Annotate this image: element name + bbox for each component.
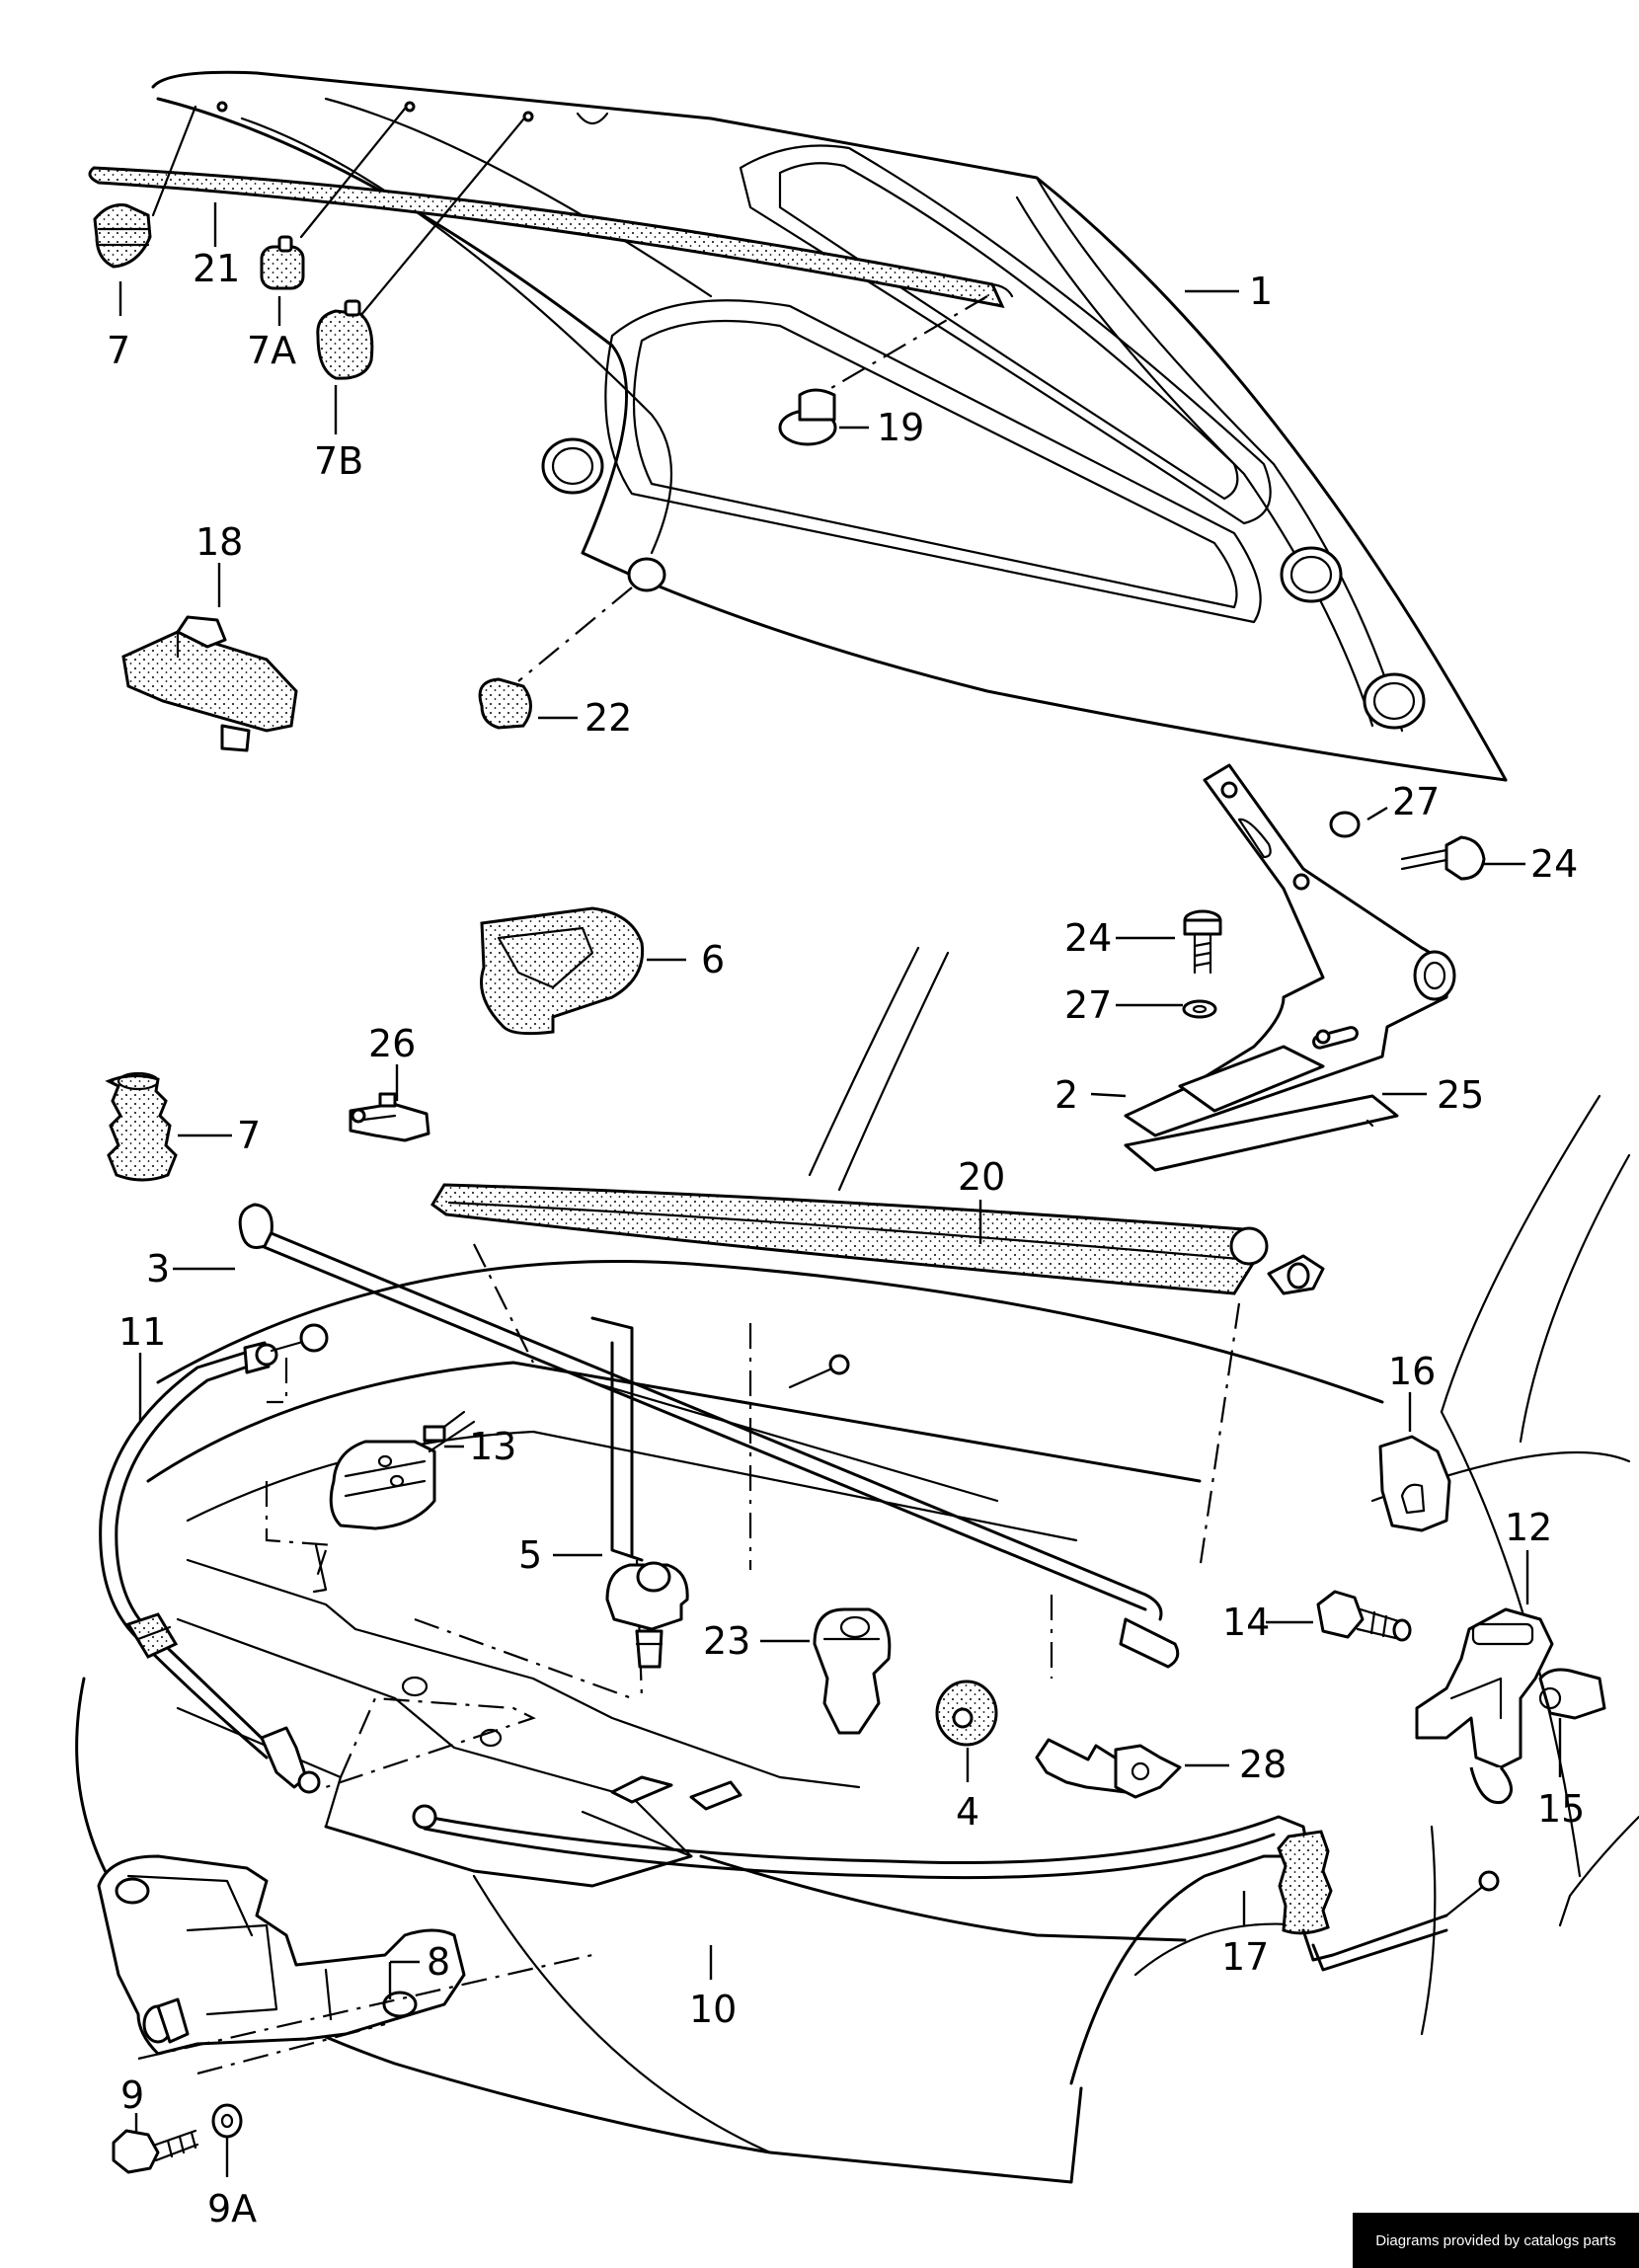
buffer-7-top	[93, 203, 152, 269]
callout-24-center: 24	[1064, 916, 1112, 960]
buffer-7b	[316, 299, 374, 380]
clip-15	[1538, 1668, 1606, 1720]
bolt-9	[112, 2129, 199, 2174]
grommet-19	[778, 295, 988, 446]
front-panel-10	[146, 1361, 1202, 1942]
callout-22: 22	[585, 696, 632, 740]
hinge-2	[1124, 763, 1456, 1148]
callout-4: 4	[956, 1790, 979, 1834]
callout-21: 21	[193, 247, 240, 290]
callout-26: 26	[368, 1022, 416, 1065]
callout-15: 15	[1537, 1787, 1585, 1831]
prop-rod-3	[238, 1203, 1180, 1669]
credit-banner: Diagrams provided by catalogs parts	[1353, 2213, 1639, 2268]
callout-17: 17	[1221, 1935, 1269, 1979]
cap-22	[478, 587, 633, 730]
callout-5: 5	[518, 1533, 542, 1577]
callout-13: 13	[469, 1425, 516, 1468]
callout-23: 23	[703, 1619, 750, 1663]
callout-14: 14	[1222, 1601, 1270, 1644]
release-lever-13	[329, 1410, 476, 1530]
callout-27-right: 27	[1392, 780, 1440, 823]
clip-16	[1378, 1435, 1451, 1532]
callout-3: 3	[146, 1247, 170, 1290]
washer-27-right	[1329, 811, 1361, 838]
pin-28	[1035, 1738, 1182, 1799]
seal-strip-front	[88, 101, 1014, 318]
bolt-24-center	[1183, 909, 1222, 975]
clip-5	[605, 1561, 689, 1669]
callout-28: 28	[1239, 1743, 1287, 1786]
bracket-18	[121, 615, 298, 752]
callout-25: 25	[1437, 1073, 1484, 1117]
seal-strip-rear	[430, 1183, 1325, 1295]
lock-12	[1415, 1607, 1554, 1805]
pad-6	[480, 906, 645, 1036]
latch-8	[97, 1854, 593, 2075]
callout-10: 10	[689, 1988, 737, 2031]
clip-26	[349, 1092, 430, 1142]
bolt-24-right	[1400, 835, 1486, 881]
washer-27-center	[1182, 999, 1217, 1019]
callout-labels: 1 2 3 4 5 6 7 7A 7B 7 8 9 9A 10 11 12 13…	[107, 247, 1585, 2230]
callout-6: 6	[701, 938, 725, 981]
callout-1: 1	[1249, 270, 1273, 313]
callout-24-right: 24	[1530, 842, 1578, 886]
callout-9a: 9A	[207, 2187, 257, 2230]
callout-9: 9	[120, 2073, 144, 2117]
callout-20: 20	[958, 1155, 1005, 1199]
grommet-4	[935, 1680, 998, 1747]
release-cable-11	[99, 1323, 335, 1794]
washer-9a	[211, 2103, 243, 2139]
lock-cable-guide	[473, 1243, 1241, 1699]
callout-27-center: 27	[1064, 983, 1112, 1027]
callout-19: 19	[877, 406, 924, 449]
callout-7-top: 7	[107, 329, 130, 372]
callout-2: 2	[1054, 1073, 1078, 1117]
leader-lines	[118, 202, 1562, 2177]
buffer-7-mid	[105, 1071, 178, 1182]
clip-23	[813, 1607, 892, 1735]
buffer-7a	[260, 235, 305, 290]
callout-16: 16	[1388, 1350, 1436, 1393]
callout-12: 12	[1505, 1506, 1552, 1549]
callout-8: 8	[427, 1940, 450, 1984]
callout-7a: 7A	[247, 329, 296, 372]
callout-7-mid: 7	[237, 1114, 261, 1157]
plate-25	[1124, 1094, 1399, 1172]
callout-18: 18	[195, 520, 243, 564]
callout-7b: 7B	[314, 439, 363, 483]
callout-11: 11	[118, 1310, 166, 1354]
cable-17	[412, 1804, 1500, 1972]
bolt-14	[1316, 1590, 1412, 1642]
